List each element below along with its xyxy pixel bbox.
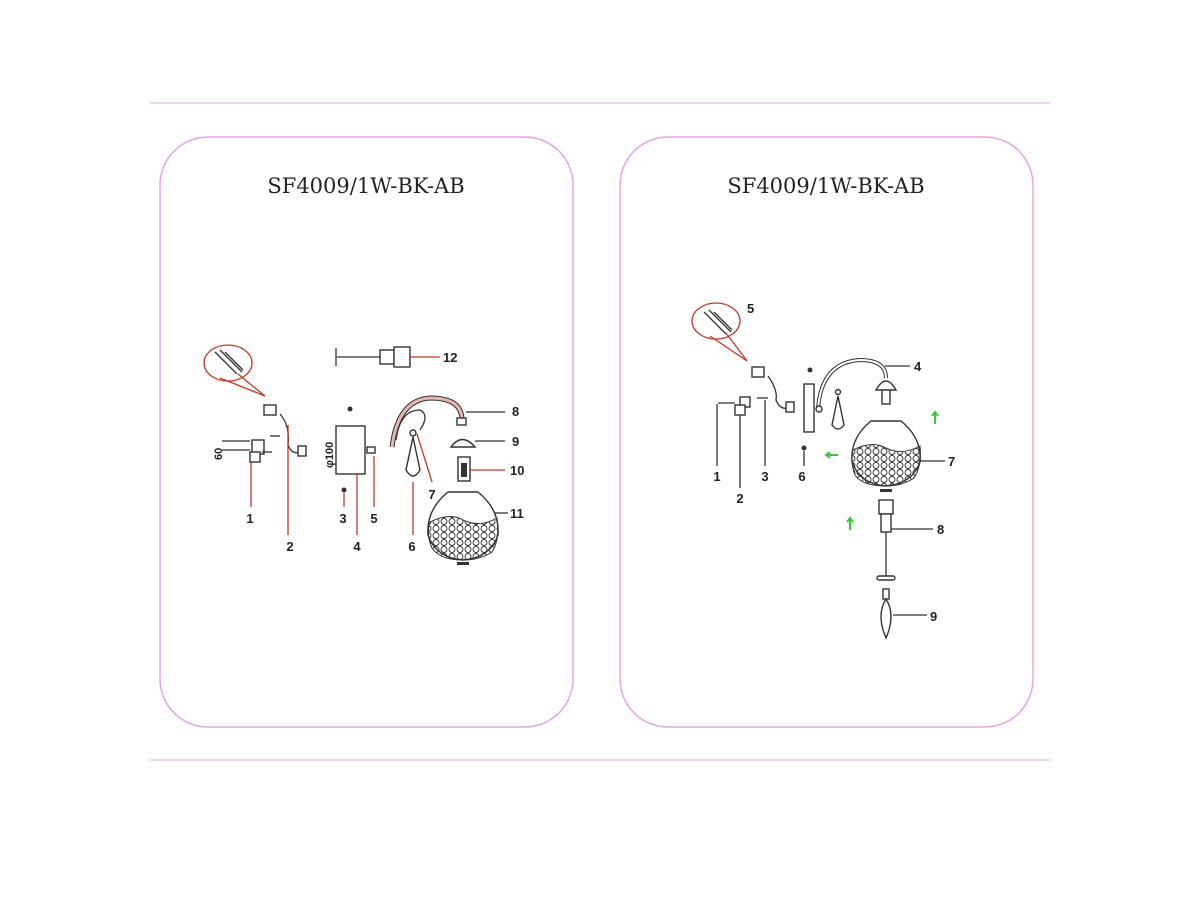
crystal-pendant: [405, 429, 433, 535]
mounting-bracket: 60: [213, 439, 272, 507]
part-label-3: 3: [761, 469, 768, 484]
left-panel-frame: [159, 136, 574, 728]
lamp-holder-rod: [876, 499, 933, 581]
crystal-pendant: [831, 388, 845, 430]
wire-harness: [751, 366, 795, 413]
right-panel-frame: [619, 136, 1034, 728]
wire-harness: [263, 404, 307, 535]
part-label-2: 2: [286, 539, 293, 554]
part-label-2: 2: [736, 491, 743, 506]
part-label-10: 10: [510, 463, 524, 478]
socket-cover: [449, 438, 477, 448]
part-label-4: 4: [353, 539, 361, 554]
part-label-8: 8: [512, 404, 519, 419]
right-panel-title: SF4009/1W-BK-AB: [727, 174, 924, 198]
lamp-arm: [815, 357, 910, 413]
mounting-bracket: [716, 396, 768, 488]
backplate-dimension: φ100: [324, 442, 336, 468]
lamp-holder-rod: [335, 346, 440, 368]
lamp-arm: [389, 395, 505, 448]
part-label-8: 8: [937, 522, 944, 537]
backplate: [335, 425, 366, 475]
nut: [366, 446, 376, 454]
part-label-6: 6: [798, 469, 805, 484]
part-label-7: 7: [428, 487, 435, 502]
candle-bulb: [880, 588, 927, 640]
right-panel: SF4009/1W-BK-AB: [619, 136, 1034, 728]
glass-shade: [851, 420, 945, 492]
part-label-1: 1: [713, 469, 720, 484]
part-label-12: 12: [443, 350, 457, 365]
left-panel: SF4009/1W-BK-AB 60: [159, 136, 574, 728]
arrow-up-icon: [846, 516, 854, 530]
part-label-1: 1: [246, 511, 253, 526]
part-label-4: 4: [914, 359, 922, 374]
bracket-dimension: 60: [213, 448, 225, 460]
part-label-9: 9: [512, 434, 519, 449]
left-panel-title: SF4009/1W-BK-AB: [267, 174, 464, 198]
part-label-3: 3: [339, 511, 346, 526]
part-label-6: 6: [408, 539, 415, 554]
socket-slot: [461, 463, 467, 477]
wire-connector-detail: [203, 344, 266, 397]
backplate: [803, 383, 815, 433]
glass-shade: [427, 491, 508, 565]
part-label-7: 7: [948, 454, 955, 469]
part-label-5: 5: [370, 511, 377, 526]
part-label-5: 5: [747, 301, 754, 316]
top-screw-icon: [807, 367, 813, 373]
bottom-screw-icon: [341, 487, 347, 493]
top-screw-icon: [347, 406, 353, 412]
arrow-up-icon: [931, 410, 939, 424]
part-label-11: 11: [510, 506, 524, 521]
part-label-9: 9: [930, 609, 937, 624]
bottom-screw-icon: [801, 445, 807, 451]
wire-connector-detail: [691, 302, 748, 362]
arrow-left-icon: [824, 451, 838, 459]
